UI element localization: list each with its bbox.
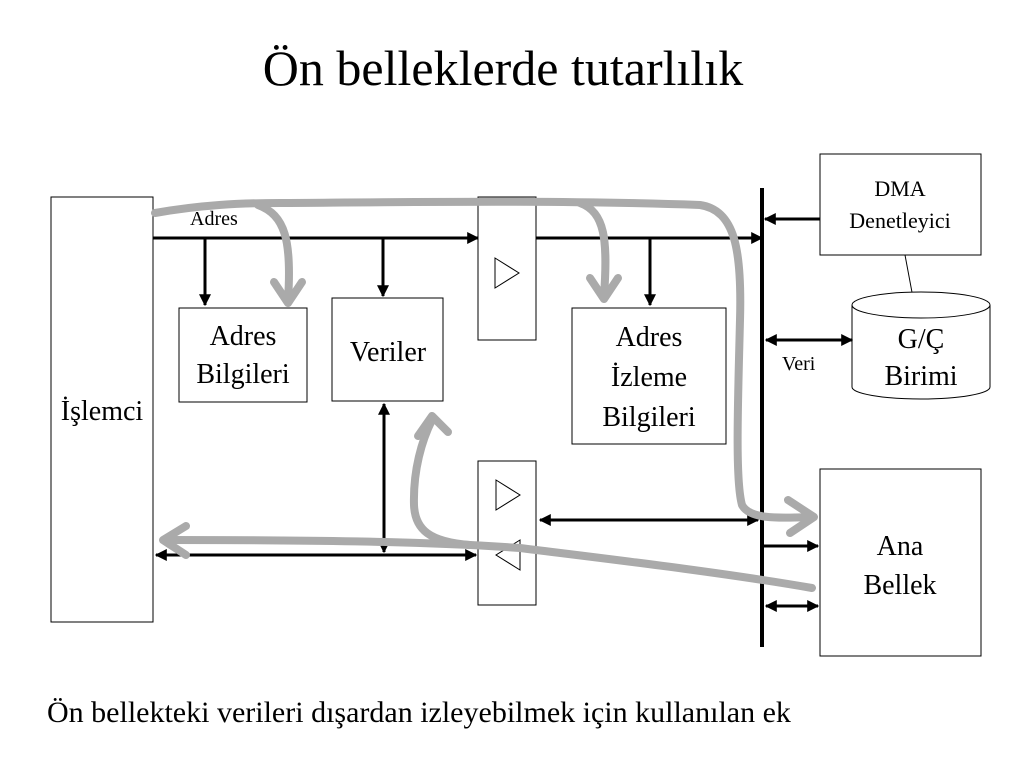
page-title: Ön belleklerde tutarlılık — [263, 40, 743, 96]
read-flow-arrowhead — [159, 522, 190, 559]
snoop-flow-path — [576, 199, 610, 300]
io-unit-cylinder — [851, 291, 991, 400]
buffer-triangle-icon — [494, 257, 520, 289]
dma-label-1: DMA — [874, 176, 925, 201]
data-buffer-box — [477, 460, 537, 606]
data-box — [331, 297, 444, 402]
address-bus-label: Adres — [190, 208, 238, 230]
data-label: Veriler — [350, 337, 427, 368]
address-info-label-1: Adres — [210, 321, 277, 352]
processor-label: İşlemci — [61, 396, 144, 427]
caption: Ön bellekteki verileri dışardan izleyebi… — [47, 696, 791, 729]
read-flow-path — [161, 536, 816, 592]
memory-label-1: Ana — [877, 531, 924, 562]
snoop-label-3: Bilgileri — [602, 402, 696, 433]
address-info-flow-path — [254, 201, 294, 304]
processor-box — [50, 196, 154, 623]
dma-label-2: Denetleyici — [849, 208, 950, 233]
io-label-1: G/Ç — [898, 324, 945, 355]
snoop-label-2: İzleme — [611, 362, 687, 393]
io-label-2: Birimi — [884, 361, 957, 392]
snoop-label-1: Adres — [616, 322, 683, 353]
main-memory-box — [819, 468, 982, 657]
snoop-box — [571, 307, 727, 445]
address-info-box — [178, 307, 308, 403]
write-flow-path — [151, 197, 816, 522]
buffer-right-triangle-icon — [495, 479, 521, 511]
data-flow-path — [409, 416, 474, 549]
address-info-label-2: Bilgileri — [196, 359, 290, 390]
flow-paths — [151, 197, 818, 592]
memory-label-2: Bellek — [863, 570, 936, 601]
snoop-flow-arrowhead — [586, 274, 622, 303]
address-info-flow-arrowhead — [270, 278, 306, 307]
write-flow-arrowhead — [784, 496, 818, 537]
address-buffer-box — [477, 196, 537, 341]
data-flow-arrowhead — [414, 412, 452, 440]
dma-controller-box — [819, 153, 982, 256]
data-bus-label: Veri — [782, 353, 816, 375]
